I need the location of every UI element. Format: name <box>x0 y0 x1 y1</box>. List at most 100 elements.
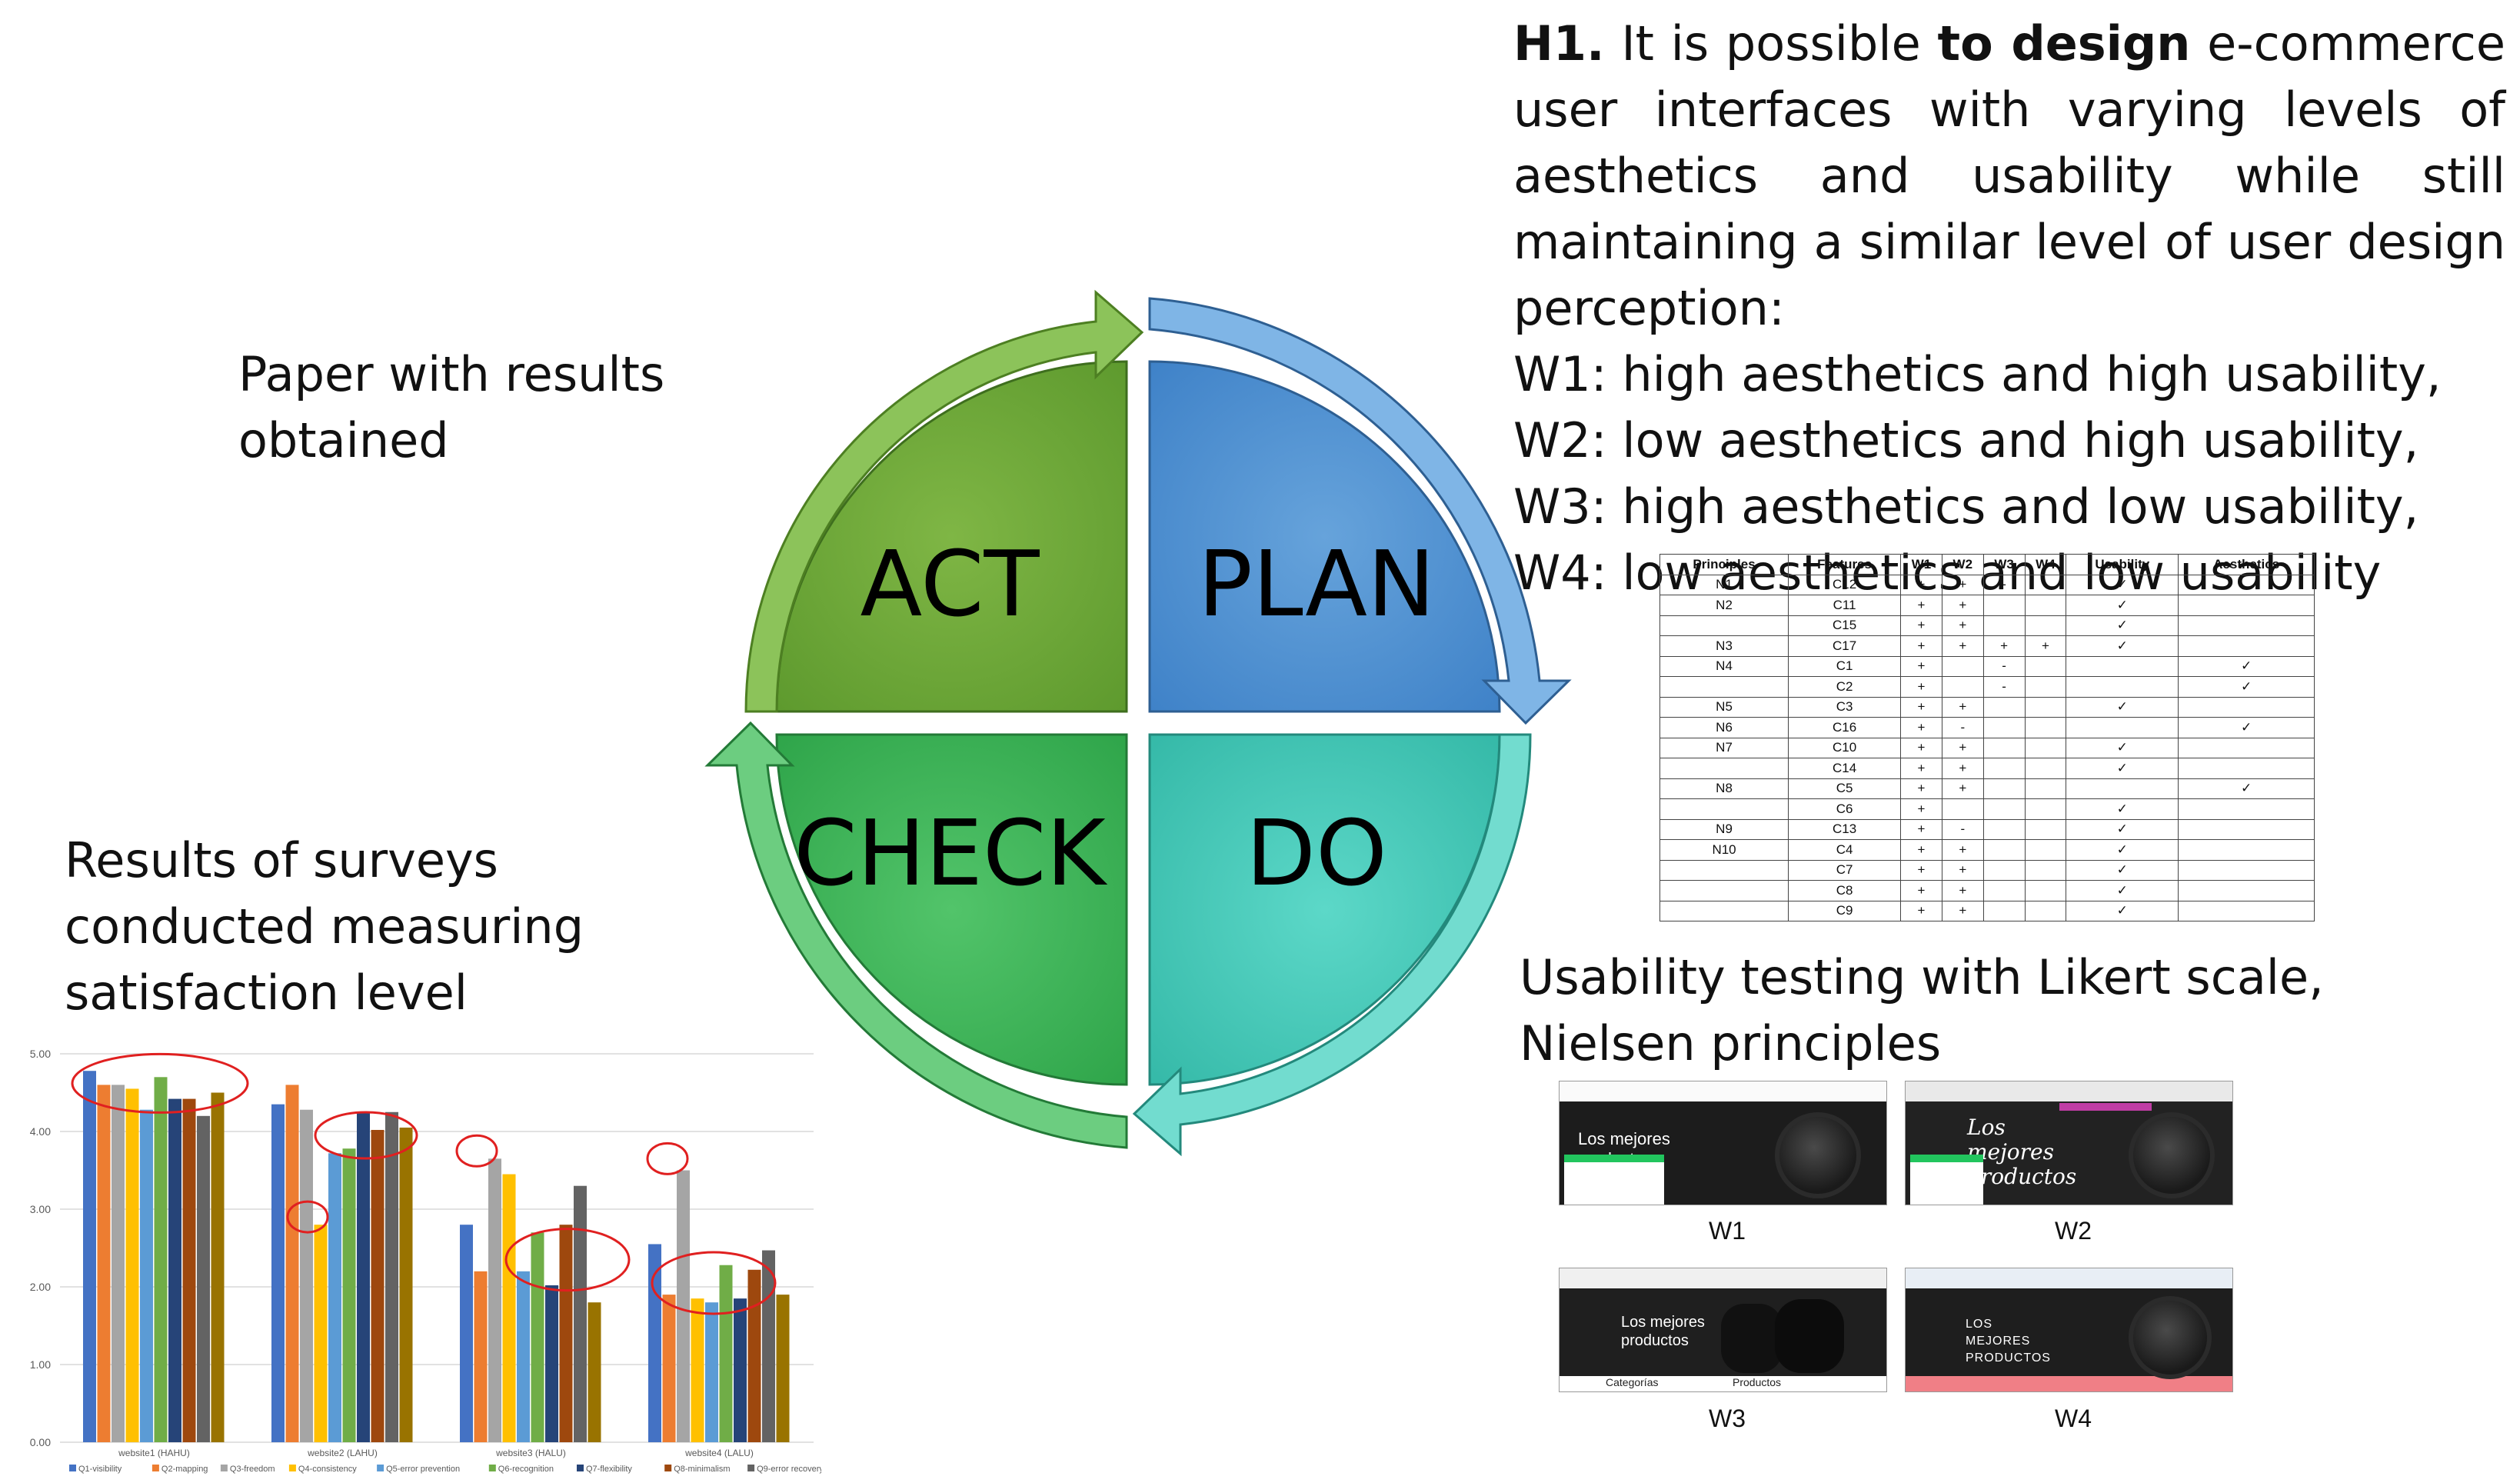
hypothesis-w3: W3: high aesthetics and low usability, <box>1513 478 2419 535</box>
chart-bar <box>168 1098 181 1442</box>
table-row: C14++✓ <box>1659 758 2315 779</box>
table-cell <box>2066 676 2179 698</box>
table-cell: - <box>1982 655 2026 677</box>
table-cell: ✓ <box>2066 615 2179 636</box>
table-header-cell: Principles <box>1659 554 1789 575</box>
table-cell <box>2066 717 2179 738</box>
w3-label: W3 <box>1709 1405 1746 1432</box>
table-cell <box>2178 839 2315 861</box>
chart-bar <box>574 1185 587 1442</box>
table-cell <box>1659 860 1789 881</box>
table-cell: ✓ <box>2066 798 2179 820</box>
table-cell <box>1982 900 2026 921</box>
chart-bar <box>328 1153 341 1442</box>
w4-label: W4 <box>2055 1405 2092 1432</box>
y-tick-label: 5.00 <box>30 1048 51 1060</box>
table-cell <box>2024 758 2067 779</box>
table-cell: + <box>1900 717 1942 738</box>
table-cell <box>2024 900 2067 921</box>
table-cell: + <box>1900 635 1942 657</box>
speaker-icon <box>1775 1299 1844 1373</box>
legend-label: Q9-error recovery <box>757 1465 821 1474</box>
do-arrow <box>1132 733 1532 1157</box>
chart-bar <box>197 1115 210 1442</box>
watch-icon <box>2129 1296 2212 1379</box>
table-cell: + <box>1900 758 1942 779</box>
chart-bar <box>154 1077 168 1442</box>
legend-label: Q6-recognition <box>498 1465 554 1474</box>
plan-quadrant <box>1148 360 1501 713</box>
hypothesis-w2: W2: low aesthetics and high usability, <box>1513 412 2419 468</box>
table-cell: C10 <box>1788 737 1902 758</box>
table-cell <box>2178 595 2315 616</box>
table-cell: C12 <box>1788 574 1902 595</box>
legend-swatch <box>220 1465 228 1471</box>
speaker-icon <box>1721 1304 1783 1373</box>
table-cell <box>1659 880 1789 901</box>
pdca-cycle-diagram: ACT PLAN CHECK DO <box>704 289 1572 1157</box>
table-cell: + <box>1982 635 2026 657</box>
table-cell <box>2178 696 2315 718</box>
table-cell <box>2024 818 2067 840</box>
table-cell: - <box>1941 717 1984 738</box>
table-cell <box>1982 798 2026 820</box>
table-cell: + <box>2024 635 2067 657</box>
chart-bar <box>559 1225 573 1442</box>
chart-bar <box>762 1250 775 1442</box>
table-cell <box>2024 839 2067 861</box>
chart-bar <box>747 1269 761 1442</box>
highlight-ellipse <box>455 1134 498 1168</box>
legend-label: Q4-consistency <box>298 1465 357 1474</box>
screenshot-w3: Los mejores productos Categorías Product… <box>1559 1268 1887 1392</box>
survey-label-line3: satisfaction level <box>65 965 468 1021</box>
legend-swatch <box>151 1465 159 1471</box>
w2-caption: Los mejores productos <box>1967 1115 2077 1189</box>
highlight-ellipse <box>286 1200 329 1234</box>
chart-bar <box>300 1109 313 1442</box>
chart-bar <box>371 1129 384 1442</box>
table-cell: C6 <box>1788 798 1902 820</box>
table-cell: ✓ <box>2066 574 2179 595</box>
table-cell <box>2178 615 2315 636</box>
table-cell: C7 <box>1788 859 1902 881</box>
plan-arrow <box>1148 297 1572 725</box>
legend-swatch <box>747 1465 755 1471</box>
table-cell <box>2024 859 2067 881</box>
table-cell <box>1982 595 2026 616</box>
table-cell <box>1659 901 1789 921</box>
watch-icon <box>2129 1112 2215 1198</box>
survey-label: Results of surveys conducted measuring s… <box>65 828 584 1026</box>
table-cell <box>1659 676 1789 698</box>
do-quadrant <box>1148 733 1501 1086</box>
table-cell: N2 <box>1659 595 1789 616</box>
table-cell: ✓ <box>2066 839 2179 861</box>
legend-swatch <box>577 1465 584 1471</box>
table-cell: + <box>1900 900 1942 921</box>
table-cell <box>2024 880 2067 901</box>
table-cell: + <box>1900 595 1942 616</box>
legend-label: Q3-freedom <box>230 1465 275 1474</box>
table-cell: + <box>1900 655 1942 677</box>
screenshot-w4: LOS MEJORES PRODUCTOS <box>1905 1268 2233 1392</box>
w2-pink-bar <box>2059 1103 2152 1111</box>
table-cell: N6 <box>1659 717 1789 738</box>
table-cell: + <box>1900 859 1942 881</box>
chart-bar <box>271 1104 285 1442</box>
usability-label: Usability testing with Likert scale, Nie… <box>1520 945 2324 1077</box>
watch-icon <box>1775 1112 1861 1198</box>
table-cell: + <box>1941 859 1984 881</box>
usability-label-line1: Usability testing with Likert scale, <box>1520 949 2324 1005</box>
y-tick-label: 3.00 <box>30 1203 51 1215</box>
chart-bar <box>588 1302 601 1442</box>
table-cell <box>1982 615 2026 636</box>
table-cell <box>1941 655 1984 677</box>
table-cell <box>2178 798 2315 820</box>
w3-footer-1: Categorías <box>1606 1376 1659 1388</box>
table-cell: C15 <box>1788 615 1902 636</box>
